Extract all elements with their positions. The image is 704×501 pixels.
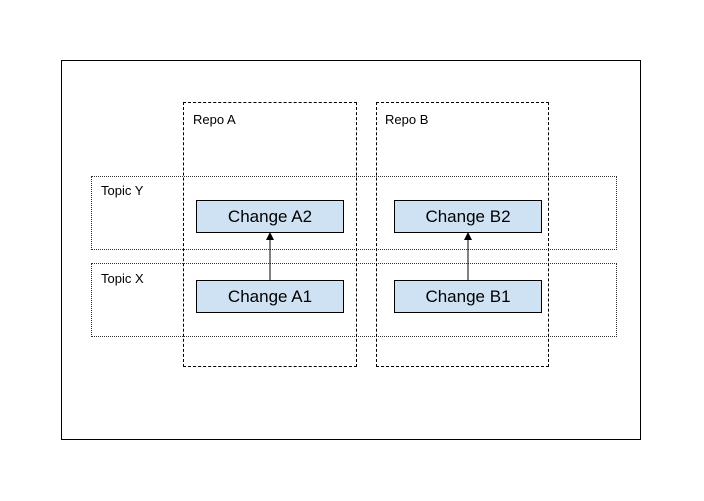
change-a2-box: Change A2 bbox=[196, 200, 344, 233]
topic-x-region bbox=[91, 263, 617, 337]
change-a1-box: Change A1 bbox=[196, 280, 344, 313]
repo-a-region bbox=[183, 102, 357, 367]
diagram-frame bbox=[61, 60, 641, 440]
repo-a-label: Repo A bbox=[193, 112, 236, 127]
topic-y-label: Topic Y bbox=[101, 183, 144, 198]
repo-b-region bbox=[376, 102, 549, 367]
topic-y-region bbox=[91, 176, 617, 250]
repo-b-label: Repo B bbox=[385, 112, 429, 127]
topic-x-label: Topic X bbox=[101, 271, 144, 286]
change-b1-box: Change B1 bbox=[394, 280, 542, 313]
change-b2-box: Change B2 bbox=[394, 200, 542, 233]
